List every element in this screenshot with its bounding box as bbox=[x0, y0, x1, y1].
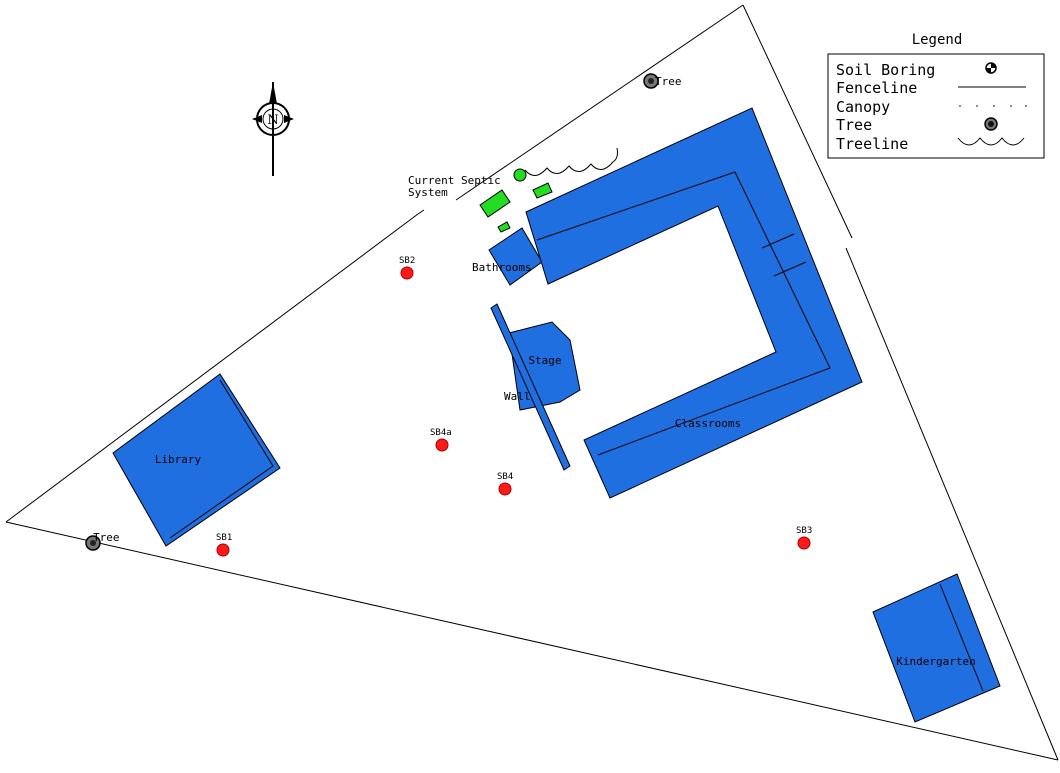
legend-item-soil-boring: Soil Boring bbox=[836, 61, 935, 79]
library-building: Library bbox=[112, 373, 281, 547]
kindergarten-building: Kindergarten bbox=[872, 573, 1001, 723]
property-boundary bbox=[5, 4, 1059, 761]
north-arrow-icon: N bbox=[252, 82, 294, 176]
sb4a-label: SB4a bbox=[430, 428, 452, 438]
sb2-label: SB2 bbox=[399, 256, 415, 266]
legend-item-tree: Tree bbox=[836, 116, 872, 134]
tree-icon bbox=[643, 73, 659, 89]
tree-icon bbox=[85, 535, 101, 551]
treeline-symbol-icon bbox=[957, 137, 1025, 146]
tree-symbol-icon bbox=[984, 117, 998, 131]
soil-boring-sb4: SB4 bbox=[497, 472, 513, 496]
sb4-label: SB4 bbox=[497, 472, 513, 482]
treeline bbox=[524, 147, 618, 176]
north-letter: N bbox=[267, 113, 278, 128]
tree-top: Tree bbox=[643, 73, 682, 89]
legend-item-treeline: Treeline bbox=[836, 135, 908, 153]
soil-boring-sb4a: SB4a bbox=[430, 428, 452, 452]
legend-item-fenceline: Fenceline bbox=[836, 79, 917, 97]
soil-boring-sb2: SB2 bbox=[399, 256, 415, 280]
sb3-label: SB3 bbox=[796, 526, 812, 536]
bathrooms-building: Bathrooms bbox=[472, 227, 543, 286]
septic-system: Current Septic System bbox=[408, 168, 553, 233]
bathrooms-label: Bathrooms bbox=[472, 261, 532, 274]
classrooms-building: Classrooms bbox=[525, 107, 863, 499]
classrooms-label: Classrooms bbox=[675, 417, 741, 430]
soil-boring-sb1: SB1 bbox=[216, 533, 232, 557]
soil-boring-sb3: SB3 bbox=[796, 526, 812, 550]
wall-label: Wall bbox=[504, 390, 531, 403]
library-label: Library bbox=[155, 453, 202, 466]
kindergarten-label: Kindergarten bbox=[896, 655, 975, 668]
wall-structure: Wall bbox=[490, 303, 571, 471]
soil-boring-symbol-icon bbox=[985, 62, 997, 74]
septic-label-line2: System bbox=[408, 186, 448, 199]
legend-title: Legend bbox=[912, 32, 963, 48]
legend: Legend Soil Boring Fenceline Canopy Tree… bbox=[827, 32, 1045, 159]
legend-item-canopy: Canopy bbox=[836, 98, 890, 116]
tree-left: Tree bbox=[85, 531, 120, 551]
tree-top-label: Tree bbox=[655, 75, 682, 88]
canopy-symbol-icon bbox=[959, 105, 1027, 107]
stage-label: Stage bbox=[528, 354, 561, 367]
sb1-label: SB1 bbox=[216, 533, 232, 543]
tree-left-label: Tree bbox=[93, 531, 120, 544]
septic-label-line1: Current Septic bbox=[408, 174, 501, 187]
